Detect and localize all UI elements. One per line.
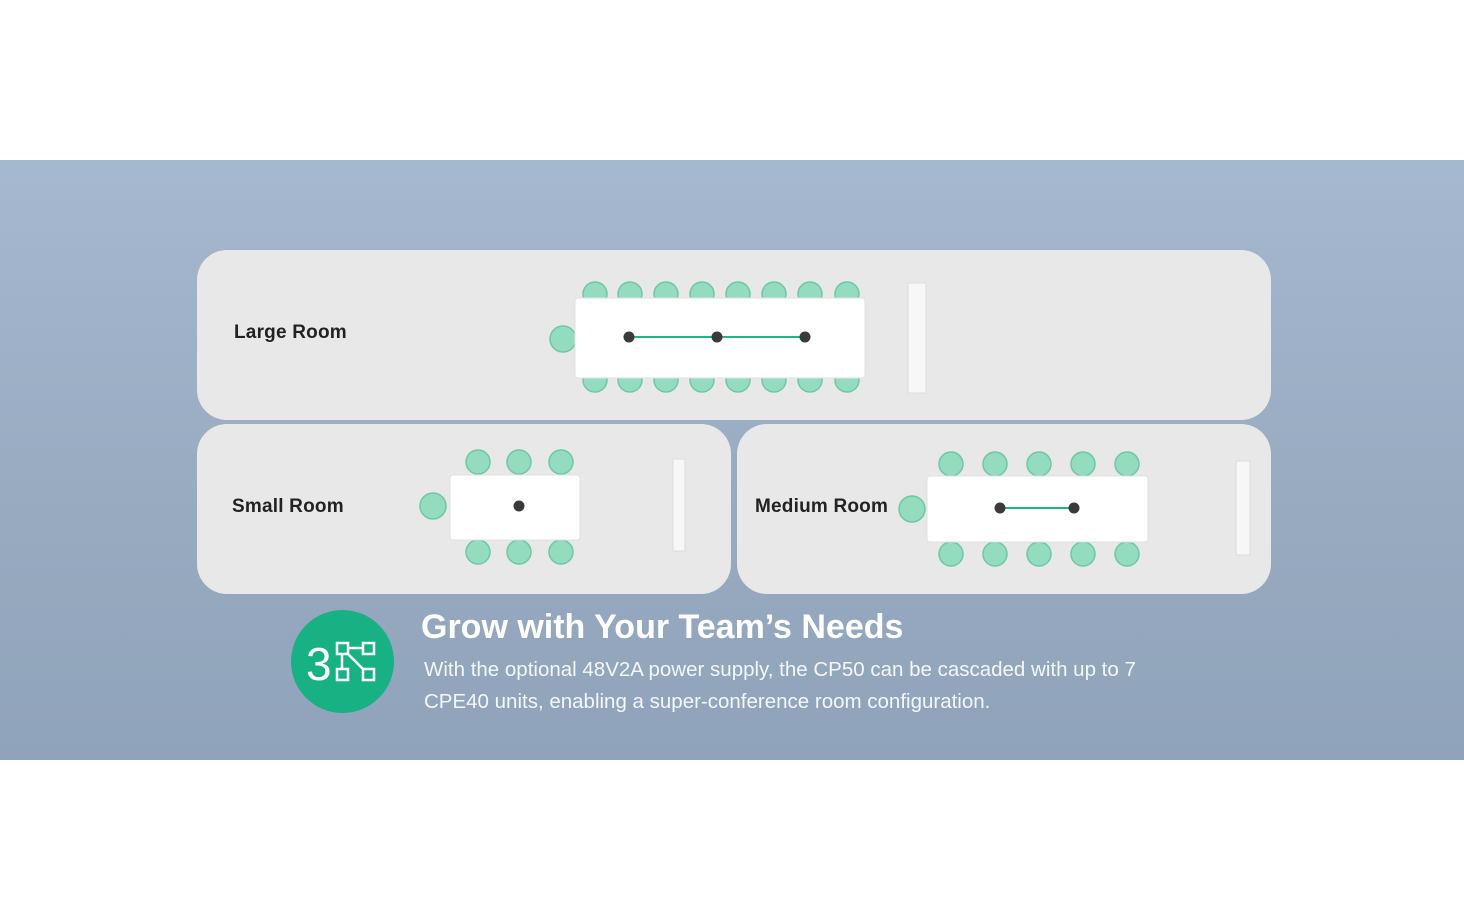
microphone-icon xyxy=(799,331,811,343)
microphone-icon xyxy=(513,500,525,512)
feature-description: With the optional 48V2A power supply, th… xyxy=(424,658,1136,713)
microphone-icon xyxy=(711,331,723,343)
small-room-card: Small Room xyxy=(197,424,731,594)
display-screen xyxy=(672,458,686,552)
microphone-icon xyxy=(1068,502,1080,514)
large-room-layout xyxy=(549,281,927,394)
top-chairs xyxy=(938,451,1140,477)
display-screen xyxy=(907,282,927,394)
bottom-chairs xyxy=(938,541,1140,567)
microphone-icon xyxy=(994,502,1006,514)
large-room-card: Large Room xyxy=(197,250,1271,420)
medium-room-layout xyxy=(898,451,1251,567)
microphone-icon xyxy=(623,331,635,343)
bottom-chairs xyxy=(465,539,574,565)
head-chair xyxy=(419,492,447,520)
top-chairs xyxy=(465,449,574,475)
medium-room-card: Medium Room xyxy=(737,424,1271,594)
small-room-layout xyxy=(419,449,686,565)
svg-text:3: 3 xyxy=(306,638,332,690)
display-screen xyxy=(1235,460,1251,556)
feature-title: Grow with Your Team’s Needs xyxy=(421,608,904,646)
large-room-label: Large Room xyxy=(234,322,347,343)
medium-room-label: Medium Room xyxy=(755,496,889,517)
head-chair xyxy=(549,325,577,353)
cascade-network-icon: 3 xyxy=(291,610,394,713)
small-room-label: Small Room xyxy=(232,496,344,517)
head-chair xyxy=(898,495,926,523)
